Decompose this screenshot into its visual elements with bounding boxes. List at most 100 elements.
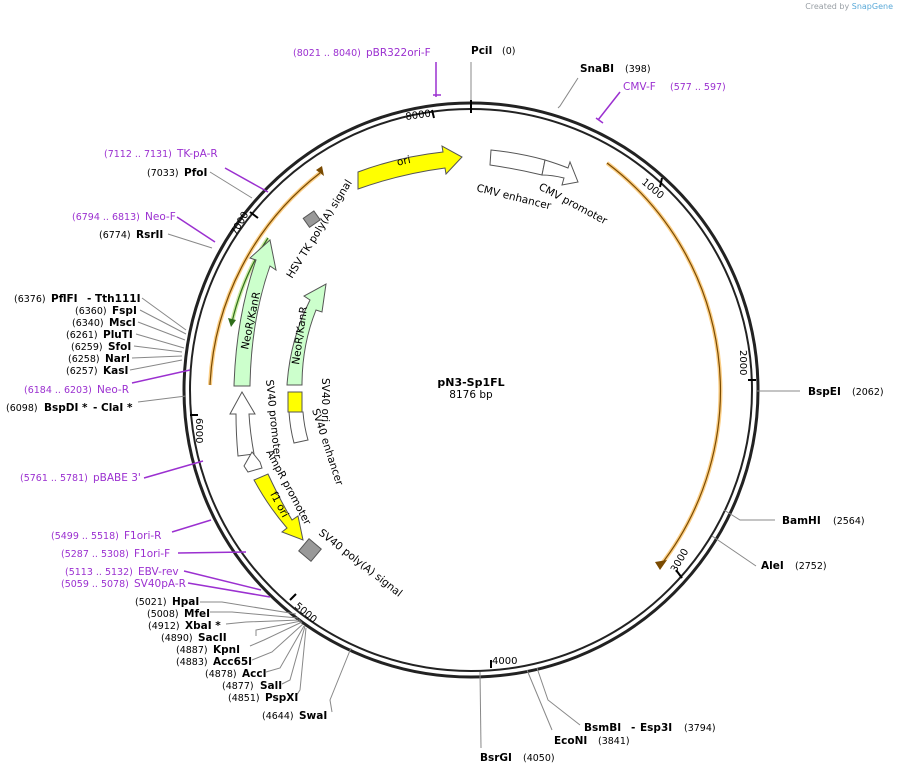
site-snabi-name: SnaBI	[580, 63, 614, 75]
site-acc65i-name: Acc65I	[213, 656, 252, 668]
site-bspdi-name: BspDI *	[44, 402, 88, 414]
feature-cmv-enhancer	[489, 149, 546, 176]
site-kpni-pos: (4887)	[176, 645, 208, 656]
feature-hsv-tk-polya	[302, 210, 321, 229]
site-hpai-name: HpaI	[172, 596, 199, 608]
site-bsmbi-pos: (3794)	[684, 723, 716, 734]
site-pcii-pos: (0)	[502, 46, 515, 57]
site-fspi-name: FspI	[112, 305, 137, 317]
site-pflfi-pos: (6376)	[14, 294, 46, 305]
site-sacii-name: SacII	[198, 632, 227, 644]
site-msci-name: MscI	[109, 317, 136, 329]
feature-cmv-promoter	[541, 159, 579, 186]
site-sfoi-name: SfoI	[108, 341, 131, 353]
primer-cmv-f-name: CMV-F	[623, 81, 656, 93]
tick-8000: 8000	[405, 109, 432, 123]
site-acci-pos: (4878)	[205, 669, 237, 680]
site-clai-name: ClaI *	[101, 402, 133, 414]
primer-markers	[131, 62, 621, 598]
feature-neor-outer	[233, 239, 277, 387]
site-tth111i-name: Tth111I	[95, 293, 140, 305]
site-sali-name: SalI	[260, 680, 282, 692]
site-hpai-pos: (5021)	[135, 597, 167, 608]
feature-f1-ori	[253, 473, 304, 541]
site-kpni-name: KpnI	[213, 644, 240, 656]
feature-sv40-enhancer	[288, 411, 309, 444]
site-sacii-pos: (4890)	[161, 633, 193, 644]
feature-sv40-polya-label: SV40 poly(A) signal	[316, 527, 404, 600]
site-bsmbi-name: BsmBI	[584, 722, 621, 734]
site-bspdi-sep: -	[93, 402, 97, 414]
site-bsrgi-name: BsrGI	[480, 752, 512, 764]
primer-tk-pa-r-range: (7112 .. 7131)	[104, 149, 172, 160]
center-labels: pN3-Sp1FL 8176 bp	[437, 376, 504, 401]
site-nari-pos: (6258)	[68, 354, 100, 365]
site-msci-pos: (6340)	[72, 318, 104, 329]
site-xbai-name: XbaI *	[185, 620, 221, 632]
site-fspi-pos: (6360)	[75, 306, 107, 317]
primer-sv40pa-r-range: (5059 .. 5078)	[61, 579, 129, 590]
site-bspei-name: BspEI	[808, 386, 841, 398]
tick-7000: 7000	[229, 210, 251, 238]
plasmid-name: pN3-Sp1FL	[437, 376, 504, 389]
site-pspxi-name: PspXI	[265, 692, 298, 704]
site-kasi-name: KasI	[103, 365, 128, 377]
site-snabi-pos: (398)	[625, 64, 651, 75]
features: ori CMV enhancer CMV promoter HSV TK pol…	[229, 145, 610, 600]
tick-2000: 2000	[737, 350, 748, 375]
feature-sv40-ori-label: SV40 ori	[319, 378, 331, 422]
site-acci-name: AccI	[242, 668, 266, 680]
site-nari-name: NarI	[105, 353, 130, 365]
site-econi-pos: (3841)	[598, 736, 630, 747]
site-labels: PciI (0) SnaBI (398) BspEI (2062) BamHI …	[6, 45, 884, 764]
site-alei-pos: (2752)	[795, 561, 827, 572]
tick-marks	[190, 100, 756, 668]
feature-sv40-ori	[287, 391, 303, 413]
snapgene-credit: Created by SnapGene	[805, 2, 893, 11]
feature-sv40-polya	[298, 538, 322, 562]
site-mfei-name: MfeI	[184, 608, 210, 620]
primer-neo-r-range: (6184 .. 6203)	[24, 385, 92, 396]
primer-pbr322ori-f-name: pBR322ori-F	[366, 47, 431, 59]
site-pfoi-name: PfoI	[184, 167, 207, 179]
site-pcii-name: PciI	[471, 45, 492, 57]
site-rsrii-pos: (6774)	[99, 230, 131, 241]
primer-pbabe3-name: pBABE 3'	[93, 472, 141, 484]
feature-ampr-promoter	[243, 451, 263, 473]
site-sali-pos: (4877)	[222, 681, 254, 692]
primer-f1ori-f-name: F1ori-F	[134, 548, 170, 560]
primer-f1ori-f-range: (5287 .. 5308)	[61, 549, 129, 560]
primer-f1ori-r-range: (5499 .. 5518)	[51, 531, 119, 542]
primer-neo-f-name: Neo-F	[145, 211, 176, 223]
site-alei-name: AleI	[761, 560, 784, 572]
orf-arcs	[208, 161, 723, 570]
site-pluti-pos: (6261)	[66, 330, 98, 341]
feature-neor-inner	[286, 283, 327, 386]
primer-labels: (8021 .. 8040) pBR322ori-F CMV-F (577 ..…	[20, 47, 726, 590]
site-pfoi-pos: (7033)	[147, 168, 179, 179]
site-bamhi-pos: (2564)	[833, 516, 865, 527]
primer-ebv-rev-name: EBV-rev	[138, 566, 179, 578]
feature-ori	[357, 145, 463, 190]
primer-pbr322ori-f-range: (8021 .. 8040)	[293, 48, 361, 59]
tick-4000: 4000	[492, 656, 517, 667]
site-esp3i-name: Esp3I	[640, 722, 672, 734]
site-pluti-name: PluTI	[103, 329, 133, 341]
site-bsmbi-sep: -	[631, 722, 635, 734]
site-swai-name: SwaI	[299, 710, 327, 722]
feature-sv40-promoter	[229, 390, 256, 457]
primer-pbabe3-range: (5761 .. 5781)	[20, 473, 88, 484]
primer-tk-pa-r-name: TK-pA-R	[176, 148, 218, 160]
site-acc65i-pos: (4883)	[176, 657, 208, 668]
site-bspei-pos: (2062)	[852, 387, 884, 398]
primer-neo-r-name: Neo-R	[97, 384, 129, 396]
site-bspdi-pos: (6098)	[6, 403, 38, 414]
site-leaders	[129, 62, 800, 749]
primer-neo-f-range: (6794 .. 6813)	[72, 212, 140, 223]
site-xbai-pos: (4912)	[148, 621, 180, 632]
primer-sv40pa-r-name: SV40pA-R	[134, 578, 186, 590]
site-pflfi-name: PflFI	[51, 293, 78, 305]
site-swai-pos: (4644)	[262, 711, 294, 722]
primer-cmv-f-range: (577 .. 597)	[670, 82, 726, 93]
